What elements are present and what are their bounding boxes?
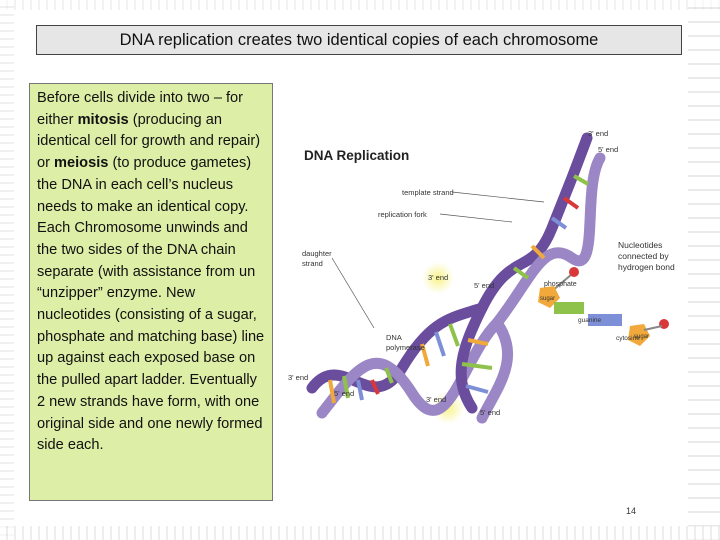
label-three-end-top: 3' end <box>588 129 608 138</box>
slide-bottom-edge <box>0 526 720 540</box>
body-text-box: Before cells divide into two – for eithe… <box>29 83 273 501</box>
three-end-glow <box>422 262 454 294</box>
label-three-end-mid: 3' end <box>428 273 448 282</box>
label-five-end-left: 5' end <box>334 389 354 398</box>
label-sugar-1: sugar <box>540 296 555 302</box>
nucleotide-inset <box>538 267 669 346</box>
dna-replication-figure: DNA Replication <box>282 118 702 440</box>
label-five-end-bottom: 5' end <box>480 408 500 417</box>
label-replication-fork: replication fork <box>378 210 427 219</box>
meiosis-term: meiosis <box>54 155 109 172</box>
replication-fork-pointer <box>439 213 513 223</box>
label-five-end-mid: 5' end <box>474 281 494 290</box>
slide-title: DNA replication creates two identical co… <box>36 25 682 55</box>
body-paragraph-1: Before cells divide into two – for eithe… <box>37 88 268 218</box>
cytosine-block <box>588 314 622 326</box>
phosphate-ball <box>569 267 579 277</box>
label-cytosine: cytosine <box>616 335 640 342</box>
slide-title-text: DNA replication creates two identical co… <box>119 30 599 49</box>
page-number: 14 <box>626 506 637 516</box>
label-hydrogen-bond: hydrogen bond <box>618 262 675 272</box>
label-three-end-left: 3' end <box>288 373 308 382</box>
label-connected-by: connected by <box>618 251 669 261</box>
lower-daughter-helix <box>455 302 514 424</box>
parent-helix <box>306 302 503 419</box>
daughter-strand-pointer <box>331 257 375 329</box>
template-strand-pointer <box>451 191 545 203</box>
figure-title: DNA Replication <box>304 148 409 163</box>
guanine-block <box>554 302 584 314</box>
label-daughter: daughter <box>302 249 332 258</box>
label-guanine: guanine <box>578 317 602 324</box>
slide-right-edge <box>688 0 720 540</box>
label-phosphate: phosphate <box>544 281 577 288</box>
label-polymerase: polymerase <box>386 343 425 352</box>
mitosis-term: mitosis <box>77 111 129 128</box>
label-five-end-top: 5' end <box>598 145 618 154</box>
label-nucleotides: Nucleotides <box>618 240 662 250</box>
dna-replication-diagram: DNA Replication <box>288 129 675 424</box>
label-three-end-bottom: 3' end <box>426 395 446 404</box>
label-template-strand: template strand <box>402 188 454 197</box>
slide-left-edge <box>0 0 14 540</box>
body-text: (to produce gametes) the DNA in each cel… <box>37 155 252 215</box>
phosphate-ball <box>659 319 669 329</box>
body-text: Before cells divide into two – for eithe… <box>37 90 244 128</box>
label-dna: DNA <box>386 333 402 342</box>
slide-top-edge <box>0 0 720 10</box>
label-strand: strand <box>302 259 323 268</box>
label-sugar-2: sugar <box>634 334 649 340</box>
body-paragraph-2: Each Chromosome unwinds and the two side… <box>37 220 265 454</box>
body-text: (producing an identical cell for growth … <box>37 111 261 172</box>
upper-daughter-helix <box>476 132 606 329</box>
